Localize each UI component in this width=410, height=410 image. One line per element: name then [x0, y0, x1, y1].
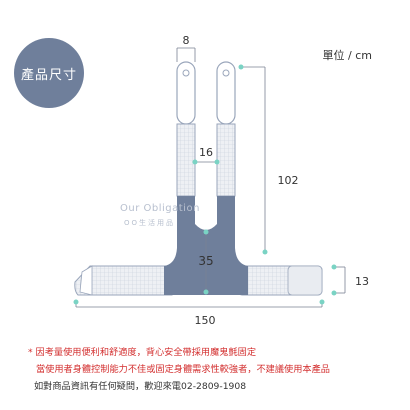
strap-width-label: 8: [183, 34, 190, 47]
product-size-badge: 產品尺寸: [14, 38, 84, 108]
note-line-1: * 因考量使用便利和舒適度，背心安全帶採用魔鬼氈固定: [28, 344, 330, 361]
belt-height-label: 13: [355, 275, 369, 288]
watermark-text: Our Obligation: [120, 203, 200, 214]
unit-label: 單位 / cm: [322, 49, 372, 62]
note-text-1: 因考量使用便利和舒適度，背心安全帶採用魔鬼氈固定: [35, 347, 257, 358]
center-block-label: 35: [198, 254, 213, 268]
left-strap: [176, 61, 196, 197]
note-asterisk: *: [28, 347, 33, 358]
belt: [74, 265, 323, 296]
note-line-2: 當使用者身體控制能力不佳或固定身體需求性較強者，不建議使用本產品: [36, 364, 330, 375]
badge-label: 產品尺寸: [20, 67, 77, 83]
dimension-dots: [73, 64, 337, 305]
total-height-label: 102: [278, 174, 299, 187]
total-width-label: 150: [195, 314, 216, 327]
right-strap: [216, 61, 236, 197]
note-line-3: 如對商品資訊有任何疑問，歡迎來電02-2809-1908: [34, 381, 247, 392]
dimension-lines: [75, 47, 346, 308]
watermark-subtext: OO生活用品: [124, 219, 176, 227]
strap-gap-label: 16: [199, 146, 213, 159]
notes-block: * 因考量使用便利和舒適度，背心安全帶採用魔鬼氈固定 當使用者身體控制能力不佳或…: [28, 344, 330, 395]
